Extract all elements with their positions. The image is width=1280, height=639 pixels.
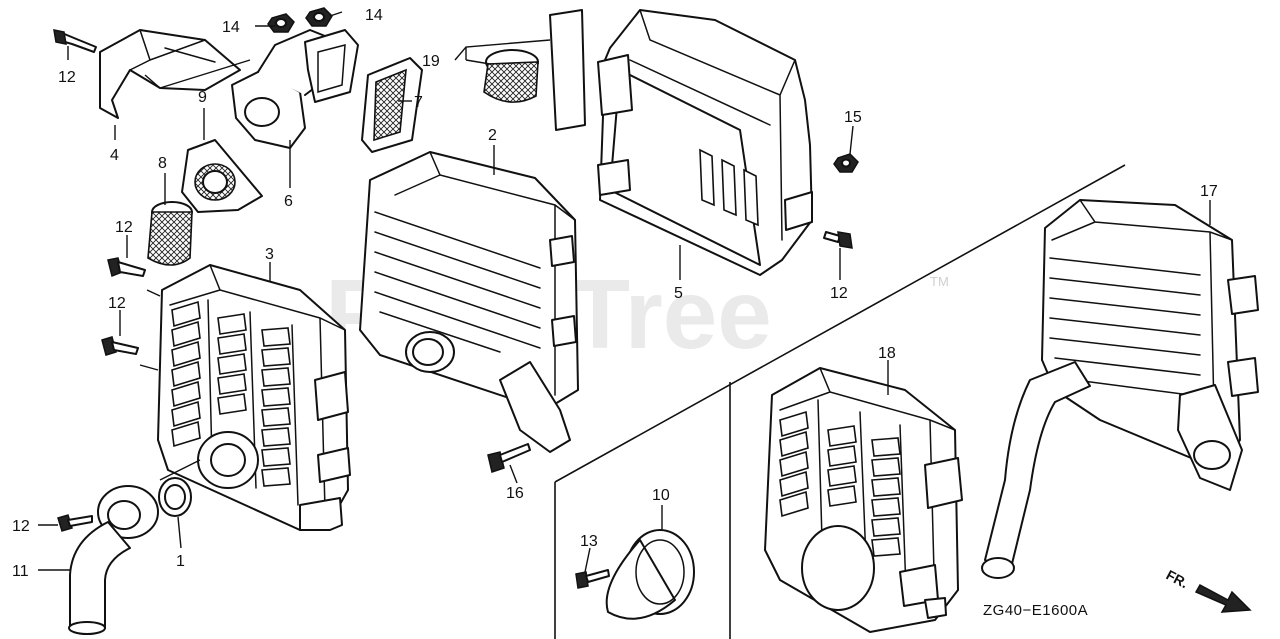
bolt-12-mid-lower xyxy=(101,336,139,356)
bolt-12-top xyxy=(53,29,97,53)
bolt-13 xyxy=(575,569,610,589)
part-8-screen xyxy=(147,201,193,266)
callout-10: 10 xyxy=(652,487,670,504)
part-1-gasket xyxy=(158,477,192,517)
callout-12-right: 12 xyxy=(830,285,848,302)
part-2-muffler xyxy=(359,151,579,453)
callout-15: 15 xyxy=(844,109,862,126)
callout-4: 4 xyxy=(110,147,119,164)
leader-lines xyxy=(38,11,1211,573)
callout-17: 17 xyxy=(1200,183,1218,200)
callout-7: 7 xyxy=(414,94,423,111)
callout-12-bottom: 12 xyxy=(12,518,30,535)
callout-2: 2 xyxy=(488,127,497,144)
callout-5: 5 xyxy=(674,285,683,302)
nut-14-left xyxy=(267,13,295,33)
bolt-12-mid-upper xyxy=(107,257,146,278)
nut-15 xyxy=(833,153,859,173)
callout-14-left: 14 xyxy=(222,19,240,36)
part-5-cover-frame xyxy=(597,9,813,276)
part-10-cone xyxy=(605,529,695,620)
drawing-code: ZG40−E1600A xyxy=(983,602,1088,619)
part-7-gasket xyxy=(361,57,423,153)
part-9-gasket xyxy=(181,139,263,213)
callout-19: 19 xyxy=(422,53,440,70)
part-19-screen-and-plate xyxy=(483,9,586,131)
direction-label: FR. xyxy=(1164,567,1191,592)
callout-12-mid-lower: 12 xyxy=(108,295,126,312)
section-divider-lines xyxy=(554,164,1126,639)
bolt-12-right xyxy=(823,231,853,249)
fr-arrow-icon: FR. xyxy=(1164,567,1252,613)
callout-13: 13 xyxy=(580,533,598,550)
callout-16: 16 xyxy=(506,485,524,502)
part-18-muffler xyxy=(764,367,963,633)
callout-12-top: 12 xyxy=(58,69,76,86)
callout-18: 18 xyxy=(878,345,896,362)
callout-9: 9 xyxy=(198,89,207,106)
callout-11: 11 xyxy=(12,563,29,580)
callout-6: 6 xyxy=(284,193,293,210)
bolt-12-bottom xyxy=(57,514,93,532)
part-6-exhaust-pipe xyxy=(231,29,359,149)
callout-3: 3 xyxy=(265,246,274,263)
watermark-trademark: TM xyxy=(930,274,949,289)
part-11-outlet-pipe xyxy=(68,485,159,635)
bolt-16 xyxy=(487,443,531,473)
part-3-muffler xyxy=(157,264,351,531)
part-17-muffler xyxy=(981,199,1259,579)
callout-14-right: 14 xyxy=(365,7,383,24)
nut-14-right xyxy=(305,7,333,27)
callout-1: 1 xyxy=(176,553,185,570)
part-4-protector xyxy=(99,29,241,119)
callout-8: 8 xyxy=(158,155,167,172)
callout-12-mid-upper: 12 xyxy=(115,219,133,236)
